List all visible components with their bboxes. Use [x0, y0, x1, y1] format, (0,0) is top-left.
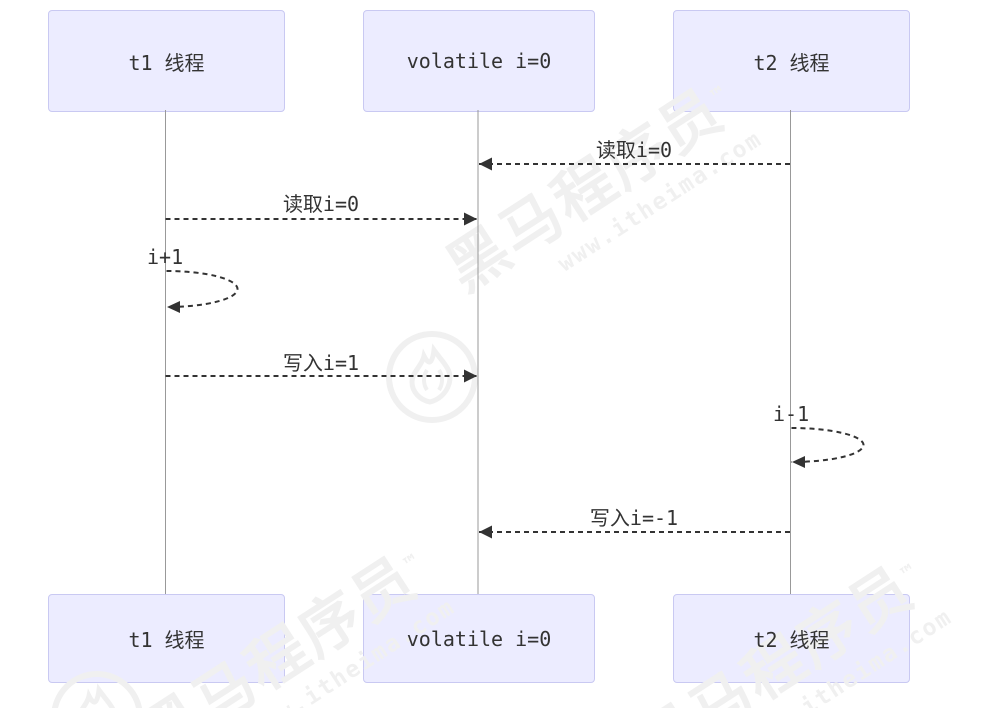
- arrowhead-left: [479, 157, 492, 171]
- actor-box-t1-bottom: t1 线程: [48, 594, 285, 683]
- arrowhead-left: [479, 525, 492, 539]
- actor-label-t1-bottom: t1 线程: [128, 628, 205, 652]
- arrowhead-right: [464, 369, 477, 383]
- message-label-inc: i+1: [147, 245, 184, 269]
- actor-box-t2-bottom: t2 线程: [673, 594, 910, 683]
- message-label-read-t1: 读取i=0: [282, 192, 360, 216]
- actor-box-volatile-bottom: volatile i=0: [363, 594, 595, 683]
- arrowhead-left: [792, 456, 805, 468]
- actor-label-volatile-top: volatile i=0: [406, 49, 552, 73]
- arrowhead-right: [464, 212, 477, 226]
- message-label-write-t2: 写入i=-1: [589, 506, 679, 530]
- actor-label-t2-top: t2 线程: [753, 50, 830, 75]
- itheima-logo-icon: [51, 671, 143, 708]
- actor-label-t1-top: t1 线程: [128, 50, 205, 75]
- actor-box-t2-top: t2 线程: [673, 10, 910, 112]
- message-label-write-t1: 写入i=1: [282, 351, 360, 375]
- self-loop-arrow-t2: [791, 427, 865, 463]
- message-label-dec: i-1: [773, 402, 810, 426]
- actor-label-t2-bottom: t2 线程: [753, 628, 830, 652]
- actor-box-t1-top: t1 线程: [48, 10, 285, 112]
- arrowhead-left: [167, 301, 180, 313]
- actor-box-volatile-top: volatile i=0: [363, 10, 595, 112]
- self-loop-arrow-t1: [166, 270, 239, 308]
- actor-label-volatile-bottom: volatile i=0: [406, 626, 552, 651]
- message-label-read-t2: 读取i=0: [595, 138, 673, 162]
